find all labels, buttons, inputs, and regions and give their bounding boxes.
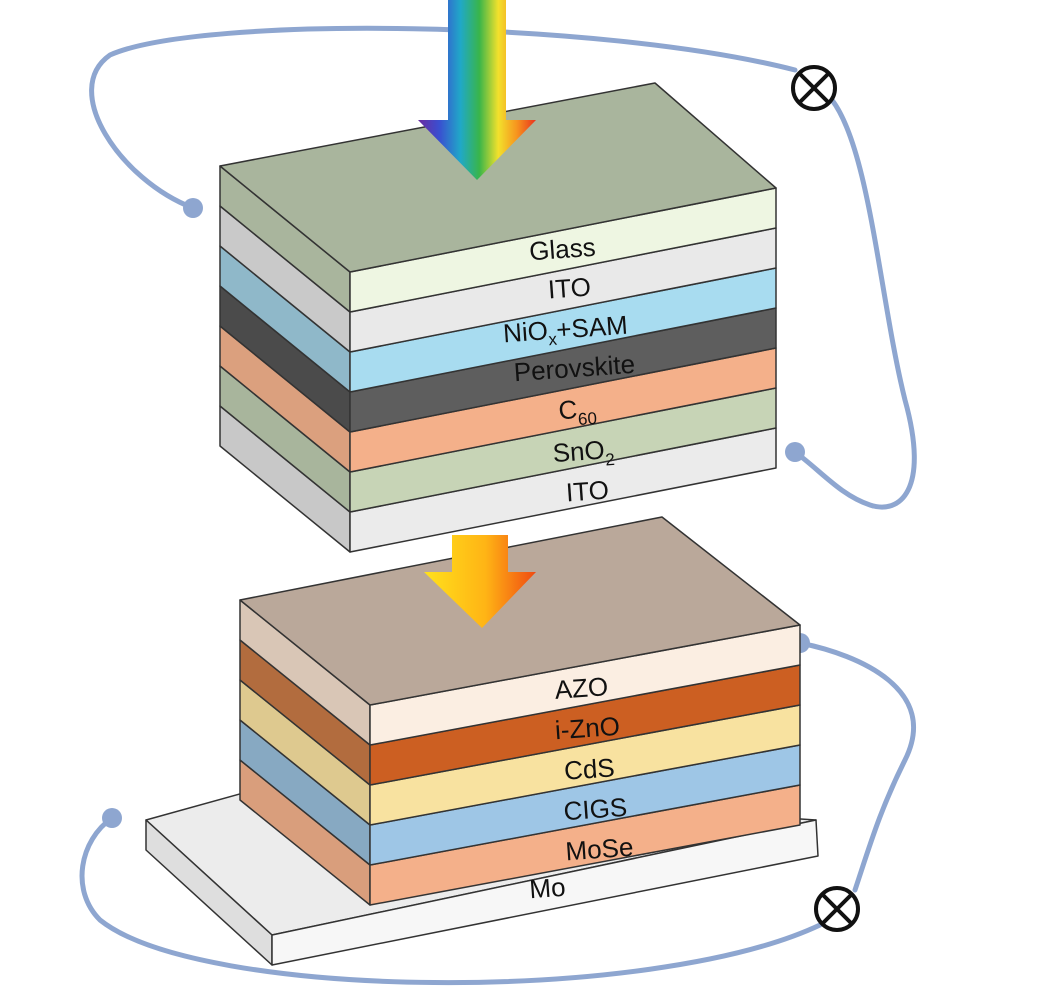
terminal-dot [102, 808, 122, 828]
layer-label-niox-sam: NiOx+SAM [502, 310, 629, 353]
layer-label-azo: AZO [554, 671, 609, 705]
orange-arrow-icon [424, 535, 536, 628]
layer-label-mo: Mo [528, 872, 566, 904]
layer-label-glass: Glass [528, 232, 596, 267]
layer-label-c60: C60 [558, 393, 598, 431]
stack-top-face [219, 82, 777, 273]
bottom-cell-stack [239, 516, 801, 906]
layer-label-cigs: CIGS [563, 792, 629, 826]
layer-label-ito-top: ITO [547, 272, 592, 305]
layer-label-i-zno: i-ZnO [554, 711, 621, 745]
terminal-dot [785, 442, 805, 462]
bottom-cell-labels: AZO i-ZnO CdS CIGS MoSe Mo [528, 671, 634, 904]
rainbow-arrow-icon [418, 0, 536, 180]
stack-top-face [239, 516, 801, 706]
circled-x-icon [791, 65, 837, 111]
circled-x-icon [814, 886, 860, 932]
top-circuit-wire [89, 25, 917, 510]
layer-label-cds: CdS [563, 752, 616, 785]
bottom-circuit-wire [79, 640, 916, 985]
layer-label-mose: MoSe [564, 832, 634, 867]
top-cell-labels: Glass ITO NiOx+SAM Perovskite C60 SnO2 I… [502, 232, 636, 508]
top-cell-stack [219, 82, 777, 553]
layer-label-ito-bottom: ITO [565, 475, 610, 508]
layer-label-sno2: SnO2 [552, 434, 616, 473]
terminal-dot [183, 198, 203, 218]
